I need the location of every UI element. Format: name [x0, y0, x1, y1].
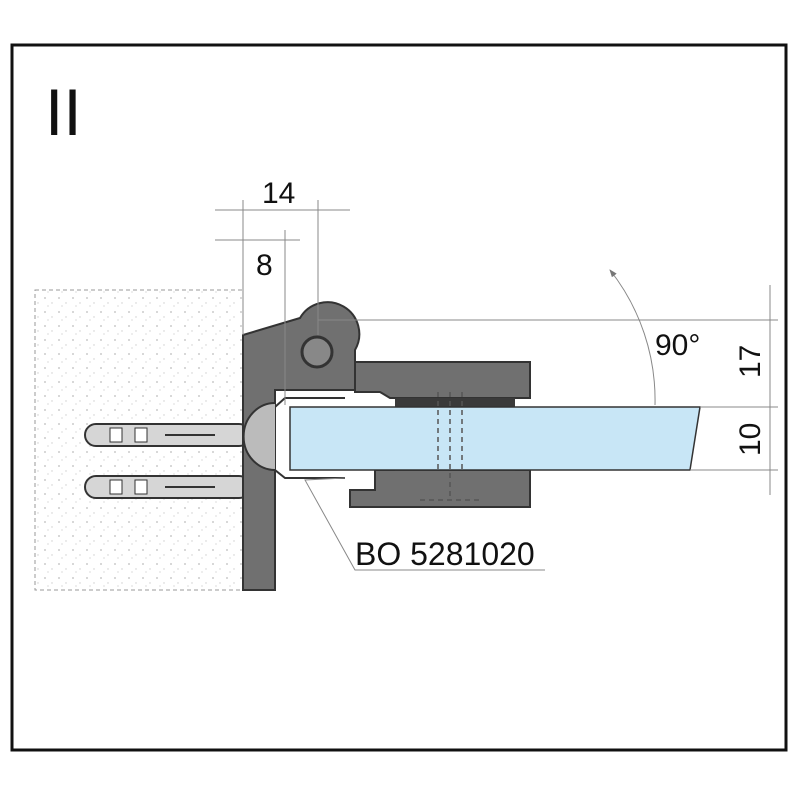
dimension-lines [215, 200, 778, 571]
dim-height-upper: 17 [734, 345, 767, 378]
wall-dowel-upper [84, 423, 251, 447]
view-label: II [45, 75, 82, 149]
hinge-wall-plate [242, 301, 361, 591]
upper-clamp [354, 361, 531, 399]
part-number-label: BO 5281020 [355, 536, 535, 572]
dim-glass-thickness: 10 [734, 423, 767, 456]
frame-border [10, 43, 788, 752]
dim-width-inner: 8 [256, 249, 273, 282]
hinge-pin-icon [300, 335, 334, 369]
seal-round [242, 402, 276, 471]
dim-angle: 90° [655, 329, 700, 362]
dim-width-total: 14 [262, 177, 295, 210]
upper-gasket [395, 398, 515, 407]
glass-panel [289, 406, 701, 471]
screw-hidden [420, 392, 480, 501]
lower-clamp [349, 469, 531, 508]
wall-dowel-lower [84, 475, 251, 499]
